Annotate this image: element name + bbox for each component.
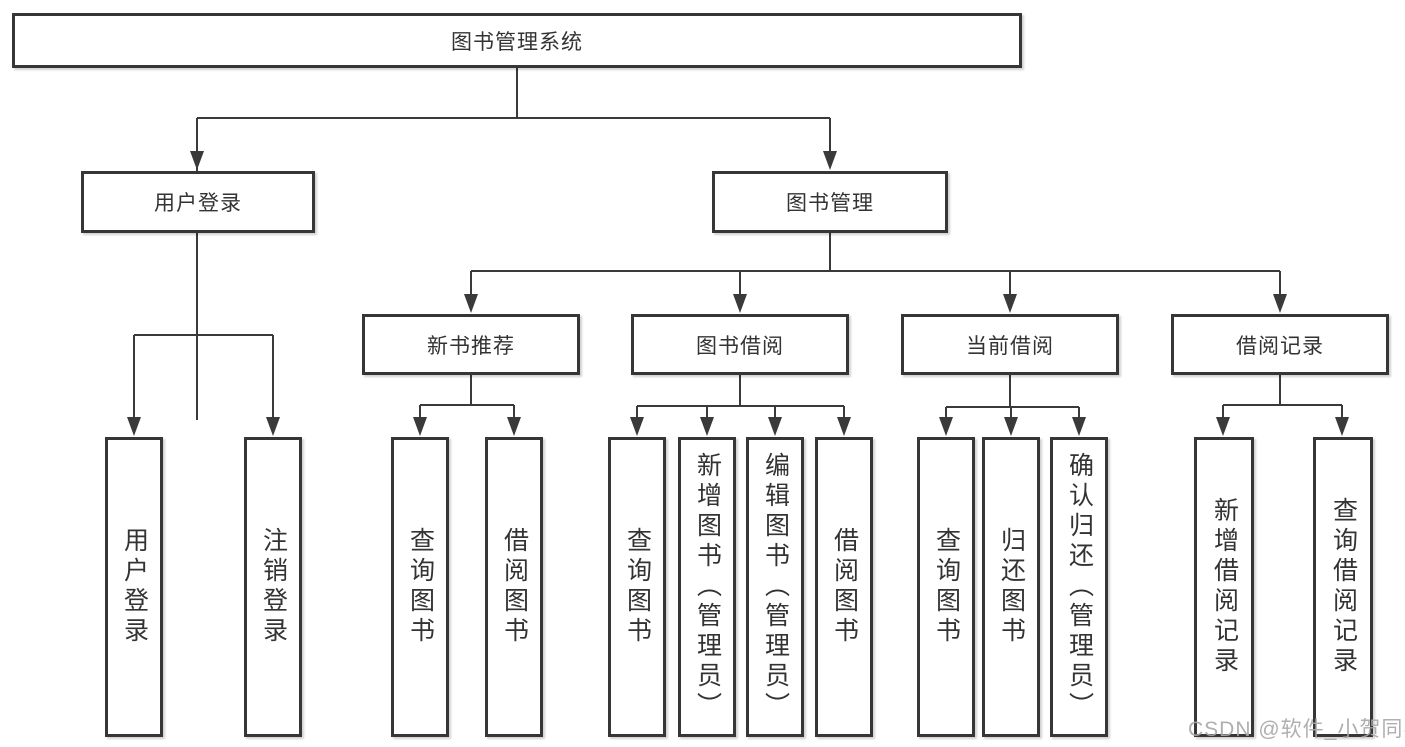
- node-root: 图书管理系统: [12, 13, 1022, 68]
- leaf-br-add-record: 新增借阅记录: [1194, 437, 1254, 737]
- leaf-bb-query-book-label: 查询图书: [623, 527, 652, 647]
- leaf-bb-add-book-admin-label: 新增图书（管理员）: [693, 452, 722, 722]
- node-borrow-records: 借阅记录: [1171, 314, 1389, 375]
- leaf-nbr-borrow-book: 借阅图书: [485, 437, 543, 737]
- node-book-management: 图书管理: [712, 171, 948, 233]
- csdn-watermark: CSDN @软件_小贺同学: [1188, 718, 1405, 741]
- leaf-bb-edit-book-admin-label: 编辑图书（管理员）: [761, 452, 790, 722]
- leaf-nbr-borrow-book-label: 借阅图书: [500, 527, 529, 647]
- leaf-bb-borrow-book-label: 借阅图书: [830, 527, 859, 647]
- node-borrow-records-label: 借阅记录: [1236, 334, 1324, 358]
- leaf-cb-confirm-return-admin-label: 确认归还（管理员）: [1065, 452, 1094, 722]
- node-book-borrow-label: 图书借阅: [696, 334, 784, 358]
- node-user-login: 用户登录: [81, 171, 315, 233]
- leaf-bb-borrow-book: 借阅图书: [815, 437, 873, 737]
- leaf-br-query-record: 查询借阅记录: [1313, 437, 1373, 737]
- leaf-user-login: 用户登录: [105, 437, 163, 737]
- leaf-nbr-query-book: 查询图书: [391, 437, 449, 737]
- leaf-cb-return-book: 归还图书: [982, 437, 1040, 737]
- leaf-user-login-label: 用户登录: [120, 527, 149, 647]
- leaf-cb-query-book: 查询图书: [917, 437, 975, 737]
- leaf-logout: 注销登录: [244, 437, 302, 737]
- node-user-login-label: 用户登录: [154, 192, 242, 215]
- node-current-borrow-label: 当前借阅: [966, 334, 1054, 358]
- node-new-book-recommend: 新书推荐: [362, 314, 580, 375]
- leaf-br-query-record-label: 查询借阅记录: [1329, 497, 1358, 677]
- leaf-bb-edit-book-admin: 编辑图书（管理员）: [746, 437, 804, 737]
- node-new-book-recommend-label: 新书推荐: [427, 334, 515, 358]
- leaf-bb-query-book: 查询图书: [608, 437, 666, 737]
- leaf-logout-label: 注销登录: [259, 527, 288, 647]
- node-root-label: 图书管理系统: [451, 30, 583, 54]
- leaf-br-add-record-label: 新增借阅记录: [1210, 497, 1239, 677]
- node-book-borrow: 图书借阅: [631, 314, 849, 375]
- leaf-cb-return-book-label: 归还图书: [997, 527, 1026, 647]
- leaf-bb-add-book-admin: 新增图书（管理员）: [678, 437, 736, 737]
- leaf-nbr-query-book-label: 查询图书: [406, 527, 435, 647]
- leaf-cb-confirm-return-admin: 确认归还（管理员）: [1050, 437, 1108, 737]
- node-book-management-label: 图书管理: [786, 192, 874, 215]
- node-current-borrow: 当前借阅: [901, 314, 1119, 375]
- leaf-cb-query-book-label: 查询图书: [932, 527, 961, 647]
